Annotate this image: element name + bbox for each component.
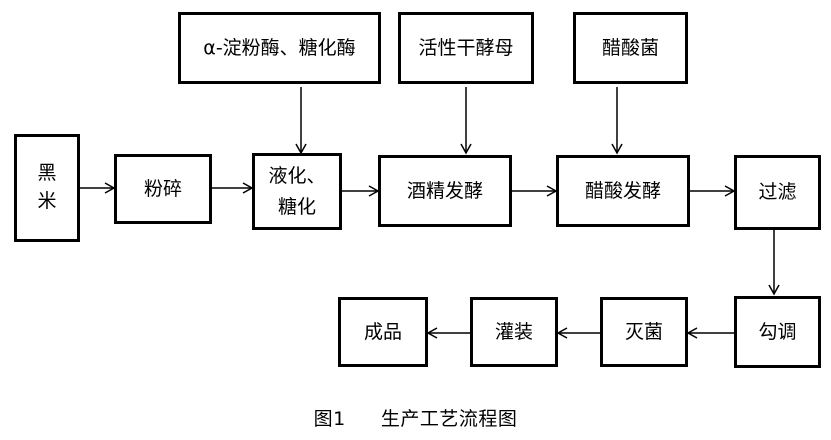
- node-crushing: 粉碎: [114, 154, 212, 224]
- node-blending: 勾调: [734, 296, 821, 368]
- node-alcohol-fermentation-label: 酒精发酵: [406, 179, 483, 202]
- node-black-rice: 黑 米: [14, 134, 80, 242]
- node-acetobacter: 醋酸菌: [573, 12, 688, 84]
- node-amylase: α-淀粉酶、糖化酶: [178, 12, 381, 84]
- node-product-label: 成品: [363, 320, 402, 343]
- node-acetobacter-label: 醋酸菌: [601, 36, 659, 59]
- node-amylase-label: α-淀粉酶、糖化酶: [203, 36, 356, 59]
- node-liquefaction-line-2: 糖化: [277, 195, 316, 218]
- node-filling: 灌装: [470, 297, 558, 367]
- node-product: 成品: [338, 297, 428, 367]
- node-liquefaction-line-1: 液化、: [268, 165, 326, 188]
- node-filling-label: 灌装: [494, 320, 533, 343]
- node-acetic-fermentation: 醋酸发酵: [556, 155, 690, 227]
- node-liquefaction: 液化、 糖化: [252, 153, 342, 230]
- node-sterilization-label: 灭菌: [624, 320, 663, 343]
- node-blending-label: 勾调: [758, 320, 797, 343]
- node-filtration: 过滤: [734, 155, 821, 230]
- node-acetic-fermentation-label: 醋酸发酵: [584, 179, 661, 202]
- figure-caption: 图1 生产工艺流程图: [0, 404, 831, 431]
- node-alcohol-fermentation: 酒精发酵: [378, 155, 512, 227]
- figure-title: 生产工艺流程图: [380, 408, 518, 430]
- node-black-rice-char-2: 米: [37, 190, 57, 212]
- node-filtration-label: 过滤: [758, 181, 797, 204]
- node-yeast: 活性干酵母: [398, 12, 534, 84]
- node-sterilization: 灭菌: [600, 297, 688, 367]
- node-yeast-label: 活性干酵母: [418, 36, 514, 59]
- figure-number: 图1: [313, 408, 346, 430]
- node-black-rice-char-1: 黑: [37, 162, 57, 185]
- node-crushing-label: 粉碎: [143, 177, 182, 200]
